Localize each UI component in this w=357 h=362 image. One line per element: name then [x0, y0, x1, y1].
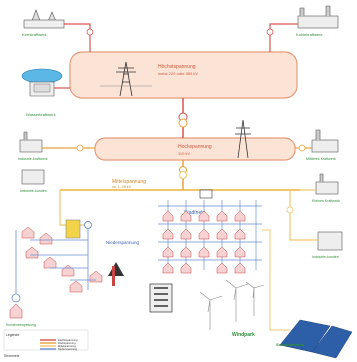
- kundeneinspeisung-label: Kundeneinspeisung: [6, 323, 36, 327]
- city-house: [180, 246, 192, 258]
- substation-icon: [199, 189, 213, 199]
- line-kohle: [269, 23, 298, 52]
- stadtnetz-label: Stadtnetz: [184, 210, 206, 216]
- city-house: [198, 210, 210, 222]
- city-house: [198, 246, 210, 258]
- city-house: [216, 228, 228, 240]
- kernkraftwerk-icon: [23, 9, 65, 29]
- city-house: [162, 262, 174, 274]
- mittelspannung-subtitle: ca. 1–35 kV: [112, 185, 132, 189]
- city-house: [162, 246, 174, 258]
- line-windpark: [262, 229, 271, 300]
- legend-label: Mittelspannung: [58, 344, 76, 348]
- industrie-kunden-left-icon: [21, 169, 45, 185]
- city-house: [234, 228, 246, 240]
- industrie-kunden-right-icon: [317, 231, 343, 251]
- city-house: [234, 262, 246, 274]
- city-house: [216, 246, 228, 258]
- factory-icon: [149, 283, 173, 313]
- kleines-kraftwerk-label: Kleines Kraftwerk: [312, 199, 340, 203]
- kleines-kraftwerk-icon: [315, 173, 339, 195]
- legend-items: HöchstspannungHochspannungMittelspannung…: [40, 338, 78, 351]
- bauernhof-icon: [108, 262, 124, 286]
- kernkraftwerk-label: Kernkraftwerk: [22, 32, 47, 37]
- industrie-kunden-right-label: Industrie-kunden: [312, 255, 339, 259]
- niederspannung-label: Niederspannung: [106, 240, 140, 245]
- city-house: [234, 210, 246, 222]
- solar-panel-icon: [279, 319, 353, 359]
- city-house: [216, 210, 228, 222]
- kohlekraftwerk-icon: [297, 5, 339, 29]
- industrie-kraftwerk-icon: [19, 131, 43, 153]
- transformer-icon: [178, 118, 188, 128]
- line-kern: [64, 23, 91, 52]
- legend-label: Höchstspannung: [58, 338, 78, 342]
- mittleres-kraftwerk-icon: [311, 129, 339, 153]
- legend-title: Legende: [6, 333, 19, 337]
- solarkraftwerk-label: Solarkraftwerk: [276, 342, 305, 347]
- hochspannung-title: Hochspannung: [178, 144, 212, 150]
- hoechstspannung-title: Höchstspannung: [158, 64, 196, 70]
- city-houses: [162, 210, 246, 274]
- city-house: [180, 210, 192, 222]
- solar-roof-icon: [9, 293, 23, 319]
- transformer-icon: [179, 171, 187, 179]
- lv-lines: [30, 229, 96, 290]
- city-house: [216, 262, 228, 274]
- city-house: [180, 228, 192, 240]
- hoechstspannung-subtitle: meist 220 oder 380 kV: [158, 71, 198, 76]
- transformer-icon: [298, 144, 306, 152]
- wasserkraftwerk-icon: [21, 68, 63, 97]
- transformer-icon: [76, 144, 84, 152]
- line-solar: [269, 300, 290, 331]
- city-house: [162, 228, 174, 240]
- kohlekraftwerk-label: Kohlekraftwerk: [296, 32, 322, 37]
- village-houses: [21, 226, 103, 293]
- windpark-label: Windpark: [232, 332, 255, 338]
- transformer-icon: [86, 28, 94, 36]
- city-house: [234, 246, 246, 258]
- footer-note: Stromnetz: [4, 354, 20, 358]
- wasserkraftwerk-label: Wasserkraftwerk: [26, 112, 56, 117]
- mittleres-kraftwerk-label: Mittleres Kraftwerk: [306, 157, 336, 161]
- mittelspannung-title: Mittelspannung: [112, 179, 146, 185]
- city-house: [198, 228, 210, 240]
- building-icon: [65, 219, 81, 239]
- city-house: [162, 210, 174, 222]
- line-industrie-right: [289, 190, 318, 241]
- legend-label: Niederspannung: [58, 347, 78, 351]
- city-house: [180, 262, 192, 274]
- hochspannung-subtitle: 110 kV: [178, 151, 190, 156]
- wind-turbine-icon: [199, 279, 265, 330]
- pylon-icon: [100, 61, 152, 97]
- industrie-kraftwerk-label: Industrie-kraftwerk: [18, 157, 48, 161]
- legend-label: Hochspannung: [58, 341, 76, 345]
- city-grid: [158, 200, 262, 270]
- hochspannung-panel: [94, 137, 296, 161]
- transformer-icon: [84, 221, 92, 229]
- industrie-kunden-left-label: Industrie-kunden: [20, 189, 47, 193]
- pylon-icon: [235, 119, 251, 159]
- transformer-icon: [266, 28, 274, 36]
- transformer-icon: [286, 206, 294, 214]
